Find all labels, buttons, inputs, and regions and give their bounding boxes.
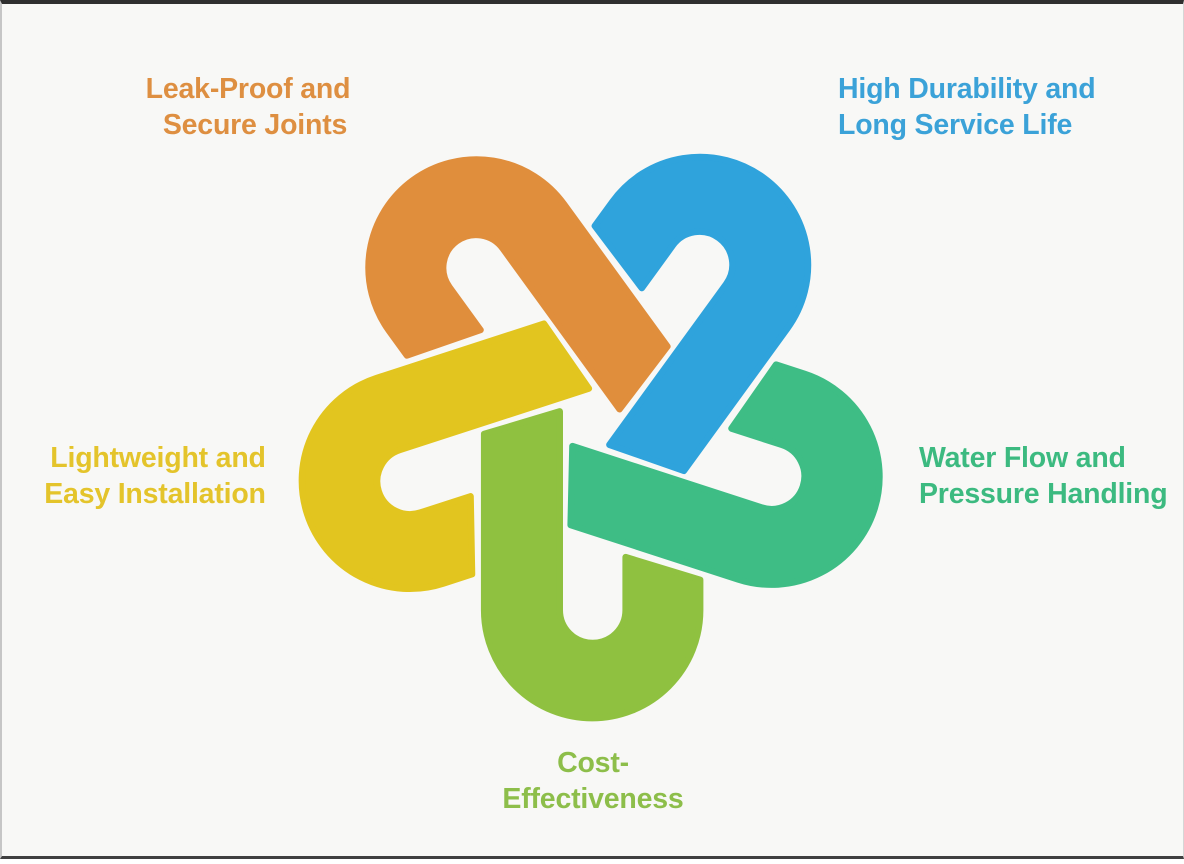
label-leak-proof-line1: Leak-Proof and [146,73,351,105]
knot-loop-cost-effectiveness [480,408,704,722]
knot-loop-durability [591,153,812,475]
knot-loop-lightweight [298,320,593,593]
label-water-flow: Water Flow and Pressure Handling [919,442,1168,510]
label-water-flow-line1: Water Flow and [919,442,1126,474]
label-durability-line2: Long Service Life [838,109,1072,141]
knot-loop-leak-proof [365,156,671,413]
label-cost-effectiveness-line2: Effectiveness [502,783,683,815]
label-leak-proof-line2: Secure Joints [163,109,347,141]
label-durability-line1: High Durability and [838,73,1095,105]
label-lightweight: Lightweight and Easy Installation [44,442,266,510]
label-cost-effectiveness-line1: Cost- [557,747,629,779]
label-lightweight-line2: Easy Installation [44,478,266,510]
label-water-flow-line2: Pressure Handling [919,478,1167,510]
label-leak-proof: Leak-Proof and Secure Joints [146,73,351,141]
label-lightweight-line1: Lightweight and [50,442,265,474]
label-durability: High Durability and Long Service Life [838,73,1096,141]
knot-loop-water-flow [567,361,883,588]
label-cost-effectiveness: Cost- Effectiveness [502,747,683,815]
knot-figure [298,153,883,722]
